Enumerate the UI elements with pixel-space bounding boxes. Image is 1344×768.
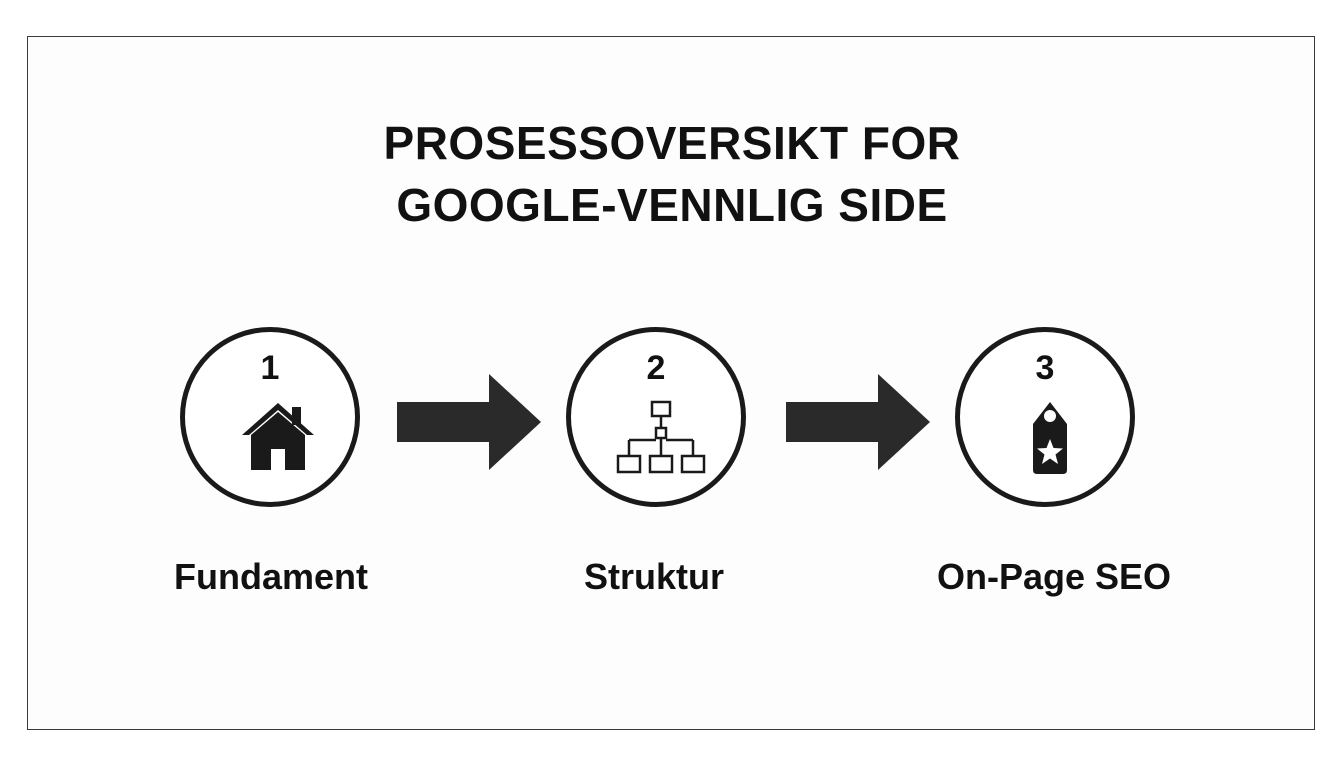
- step-3-circle: 3: [955, 327, 1135, 507]
- step-3-number: 3: [1035, 349, 1055, 387]
- step-1-number: 1: [260, 349, 280, 387]
- star-tag-icon: [1033, 402, 1067, 474]
- diagram-title: PROSESSOVERSIKT FOR GOOGLE-VENNLIG SIDE: [0, 112, 1344, 236]
- step-1-label: Fundament: [174, 556, 368, 597]
- sitemap-icon: [616, 400, 706, 474]
- step-2-number: 2: [646, 349, 666, 387]
- step-2-label: Struktur: [583, 556, 724, 597]
- house-icon: [242, 403, 314, 470]
- step-1-circle: 1: [180, 327, 360, 507]
- step-2-circle: 2: [566, 327, 746, 507]
- step-3-label: On-Page SEO: [936, 556, 1172, 597]
- title-line-2: GOOGLE-VENNLIG SIDE: [396, 179, 948, 231]
- title-line-1: PROSESSOVERSIKT FOR: [383, 117, 961, 169]
- arrow-right-icon: [397, 374, 541, 470]
- arrow-right-icon: [786, 374, 930, 470]
